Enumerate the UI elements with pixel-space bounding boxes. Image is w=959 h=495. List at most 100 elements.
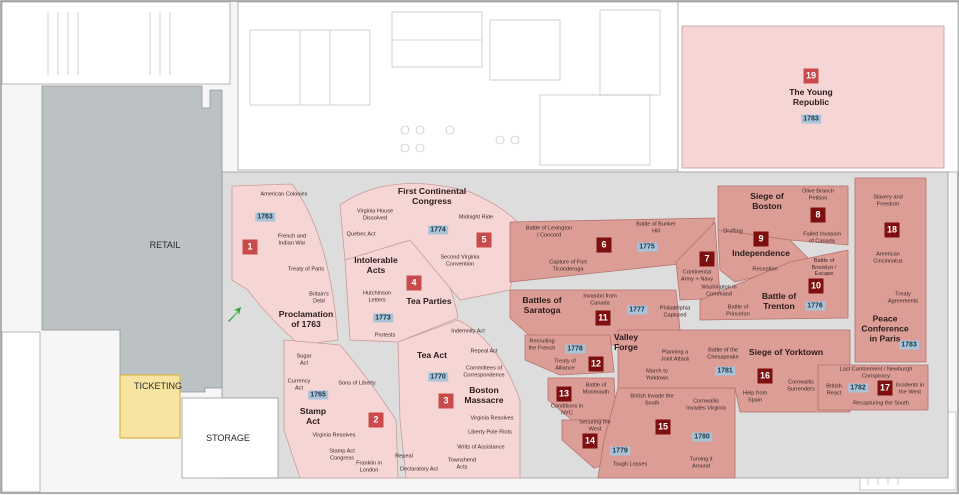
gallery-15-number: 15 <box>655 419 671 435</box>
gallery-6-label: Battle of Bunker Hill <box>636 221 676 234</box>
gallery-16-number: 16 <box>757 368 773 384</box>
gallery-11-year: 1777 <box>627 305 647 315</box>
gallery-16-label: Cornwallis Surrenders <box>787 379 815 392</box>
gallery-2-label: Currency Act <box>287 378 311 391</box>
gallery-2-label: Franklin in London <box>356 460 382 473</box>
gallery-2-label: Virginia Resolves <box>312 432 356 439</box>
gallery-11-label: Philadelphia Captured <box>659 305 691 318</box>
gallery-18-title: Peace Conference in Paris <box>861 313 909 343</box>
gallery-4-year: 1773 <box>373 313 393 323</box>
gallery-10-year: 1776 <box>805 301 825 311</box>
gallery-3-label: Indemnity Act <box>451 328 485 335</box>
gallery-3-label: Writs of Assistance <box>457 444 505 451</box>
gallery-10-number: 10 <box>808 278 824 294</box>
gallery-1-label: Treaty of Paris <box>287 266 325 273</box>
gallery-4-label: Hutchinson Letters <box>363 290 391 303</box>
entrance-arrow-icon <box>228 307 241 322</box>
gallery-3-year: 1770 <box>428 372 448 382</box>
gallery-2-label: Sugar Act <box>296 353 312 366</box>
gallery-17-label: Last Cantonment / Newburgh Conspiracy <box>839 366 913 379</box>
gallery-4-title-2: Tea Parties <box>406 296 452 307</box>
gallery-12-label: Recruiting the French <box>528 338 556 351</box>
gallery-8-number: 8 <box>810 207 826 223</box>
gallery-15-label: Tough Losses <box>612 461 648 468</box>
gallery-3-label: Liberty Pole Riots <box>468 429 512 436</box>
gallery-16-label: March to Yorktown <box>645 368 669 381</box>
gallery-14-number: 14 <box>582 433 598 449</box>
gallery-17-label: Recapturing the South <box>853 400 909 407</box>
gallery-5-label: Quebec Act <box>346 231 376 238</box>
gallery-5-title: First Continental Congress <box>397 186 467 206</box>
gallery-3-title: Tea Act <box>416 350 448 361</box>
gallery-17-shape <box>817 364 929 411</box>
gallery-2-label: Declaratory Act <box>400 466 438 473</box>
gallery-18-label: Slavery and Freedom <box>873 194 903 207</box>
gallery-1-label: Britain's Debt <box>309 291 329 304</box>
gallery-3-number: 3 <box>438 393 454 409</box>
gallery-16-label: Help from Spain <box>742 390 768 403</box>
retail-area <box>41 85 223 393</box>
gallery-5-number: 5 <box>476 232 492 248</box>
gallery-3-label: Repeal Act <box>470 348 498 355</box>
gallery-2-label: Sons of Liberty <box>338 380 376 387</box>
gallery-17-year: 1782 <box>848 383 868 393</box>
gallery-12-number: 12 <box>588 356 604 372</box>
gallery-8-shape <box>717 185 849 246</box>
gallery-11-title: Battles of Saratoga <box>522 295 562 315</box>
gallery-8-title: Siege of Boston <box>750 191 784 211</box>
gallery-6-label: Capture of Fort Ticonderoga <box>549 259 587 272</box>
gallery-15-label: Cornwallis Invades Virginia <box>686 398 726 411</box>
gallery-3-label: Virginia Resolves <box>470 415 514 422</box>
gallery-13-label: Conditions in NYC <box>550 403 584 416</box>
gallery-5-label: Midnight Ride <box>458 214 494 221</box>
gallery-1-shape <box>231 183 339 346</box>
gallery-9-number: 9 <box>753 231 769 247</box>
gallery-1-label: American Colonies <box>260 191 308 198</box>
gallery-15-label: Turning it Around <box>689 456 713 469</box>
gallery-13-label: Battle of Monmouth <box>582 382 610 395</box>
gallery-10-label: Battle of Princeton <box>726 304 750 317</box>
storage-label: STORAGE <box>206 433 250 443</box>
gallery-2-title: Stamp Act <box>299 406 327 426</box>
gallery-7-label: Washington in Command <box>701 284 737 297</box>
gallery-17-label: British React <box>826 383 842 396</box>
gallery-2-shape <box>283 339 399 479</box>
gallery-19-title: The Young Republic <box>789 87 833 107</box>
gallery-2-label: Repeal <box>395 453 413 460</box>
gallery-17-number: 17 <box>877 380 893 396</box>
gallery-4-number: 4 <box>406 275 422 291</box>
gallery-16-year: 1781 <box>715 366 735 376</box>
gallery-11-title-2: Valley Forge <box>613 332 639 352</box>
gallery-8-label: Olive Branch Petition <box>801 188 835 201</box>
gallery-8-label: Failed Invasion of Canada <box>803 231 841 244</box>
gallery-19-number: 19 <box>803 68 819 84</box>
gallery-9-label: Reception <box>752 266 778 273</box>
gallery-11-number: 11 <box>595 310 611 326</box>
gallery-3-label: Committees of Correspondence <box>463 365 505 378</box>
gallery-14-label: Securing the West <box>579 419 611 432</box>
gallery-6-year: 1775 <box>637 242 657 252</box>
gallery-2-year: 1765 <box>308 390 328 400</box>
gallery-9-title: Independence <box>732 248 790 259</box>
gallery-16-label: Battle of the Chesapeake <box>707 347 739 360</box>
gallery-19-shape <box>681 25 945 169</box>
gallery-7-number: 7 <box>699 251 715 267</box>
gallery-17-label: Incidents in the West <box>895 382 925 395</box>
gallery-10-label: Battle of Brooklyn / Escape <box>811 258 837 278</box>
gallery-1-title: Proclamation of 1763 <box>278 309 334 329</box>
gallery-4-label: Protests <box>374 332 396 339</box>
gallery-18-number: 18 <box>884 222 900 238</box>
gallery-16-title: Siege of Yorktown <box>748 347 824 358</box>
gallery-12-year: 1778 <box>565 344 585 354</box>
gallery-11-label: Invasion from Canada <box>583 293 617 306</box>
gallery-10-title: Battle of Trenton <box>761 291 797 311</box>
gallery-15-label: British Invade the South <box>630 393 674 406</box>
gallery-18-label: American Cincinnatus <box>873 251 903 264</box>
gallery-6-label: Battle of Lexington / Concord <box>525 225 573 238</box>
gallery-2-number: 2 <box>368 412 384 428</box>
gallery-3-shape <box>397 319 521 479</box>
gallery-9-label: Drafting <box>723 228 743 235</box>
storage-area <box>181 397 279 479</box>
